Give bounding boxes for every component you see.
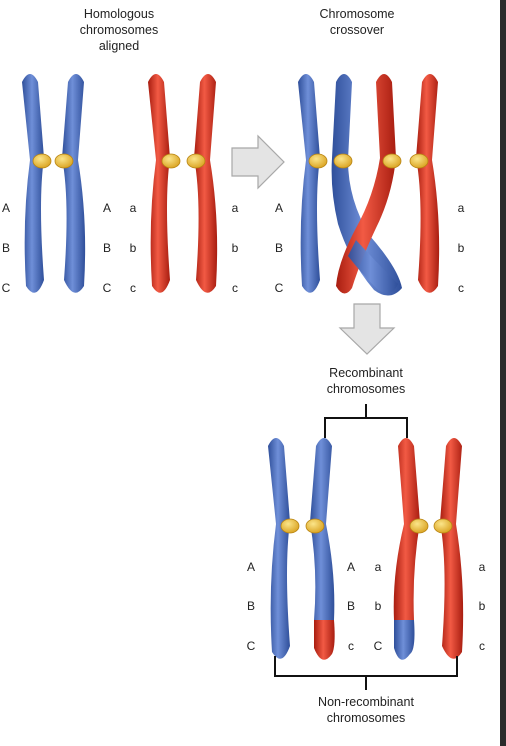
locus-label-C: C (1, 281, 11, 295)
locus-label-c: c (130, 281, 136, 295)
locus-label-C: C (373, 639, 383, 653)
chromatid-right-recombinant-tip (314, 620, 335, 660)
locus-label-A: A (346, 560, 355, 574)
non-recombinant-bracket (274, 656, 458, 690)
locus-label-b: b (129, 241, 137, 255)
chromatid-right-crossing (331, 74, 402, 296)
locus-label-a: a (374, 560, 382, 574)
chromatid-left-recombinant-tip (394, 620, 415, 660)
locus-label-c: c (479, 639, 485, 653)
chromatid-blue-overlap (348, 240, 398, 293)
chromatid-left-upper (393, 438, 420, 620)
centromere (382, 153, 402, 169)
locus-label-A: A (246, 560, 255, 574)
centromere (32, 153, 52, 169)
chromosome-red-result (393, 438, 464, 660)
caption-chromosome-crossover: Chromosome crossover (319, 7, 395, 37)
chromatid-left-crossing (336, 74, 396, 294)
arrow-down-icon (338, 303, 396, 355)
locus-label-c: c (232, 281, 238, 295)
chromatid-left (22, 74, 44, 293)
chromatid-left (298, 74, 320, 293)
centromere (433, 518, 453, 534)
centromere (333, 153, 353, 169)
locus-label-B: B (1, 241, 10, 255)
centromere (280, 518, 300, 534)
locus-label-a: a (457, 201, 465, 215)
caption-homologous-aligned: Homologous chromosomes aligned (79, 7, 159, 53)
chromosome-red-aligned (148, 74, 218, 293)
centromere (305, 518, 325, 534)
chromosome-red-crossover (336, 74, 440, 294)
locus-label-c: c (458, 281, 464, 295)
centromere (186, 153, 206, 169)
chromatid-left (148, 74, 170, 293)
locus-label-C: C (102, 281, 112, 295)
locus-label-B: B (246, 599, 255, 613)
chromatid-right (440, 438, 464, 659)
caption-non-recombinant: Non-recombinant chromosomes (318, 695, 414, 725)
locus-label-c: c (348, 639, 354, 653)
centromere (308, 153, 328, 169)
locus-label-A: A (1, 201, 10, 215)
caption-recombinant: Recombinant chromosomes (326, 366, 406, 396)
locus-label-B: B (346, 599, 355, 613)
chromatid-left (268, 438, 290, 659)
locus-label-b: b (231, 241, 239, 255)
right-edge-border (500, 0, 506, 746)
locus-label-b: b (478, 599, 486, 613)
centromere (161, 153, 181, 169)
locus-label-b: b (457, 241, 465, 255)
centromere (409, 518, 429, 534)
locus-label-B: B (102, 241, 111, 255)
arrow-right-icon (231, 134, 285, 190)
locus-label-C: C (246, 639, 256, 653)
locus-label-a: a (129, 201, 137, 215)
locus-label-a: a (478, 560, 486, 574)
chromatid-right (416, 74, 440, 293)
locus-label-A: A (274, 201, 283, 215)
chromosome-blue-result (268, 438, 335, 660)
chromatid-right (62, 74, 86, 293)
locus-label-b: b (374, 599, 382, 613)
locus-label-B: B (274, 241, 283, 255)
locus-label-C: C (274, 281, 284, 295)
chromosome-blue-crossover (298, 74, 402, 296)
centromere (54, 153, 74, 169)
locus-label-a: a (231, 201, 239, 215)
recombinant-bracket (324, 404, 408, 438)
locus-label-A: A (102, 201, 111, 215)
chromatid-right (194, 74, 218, 293)
centromere (409, 153, 429, 169)
chromosome-blue-aligned (22, 74, 86, 293)
